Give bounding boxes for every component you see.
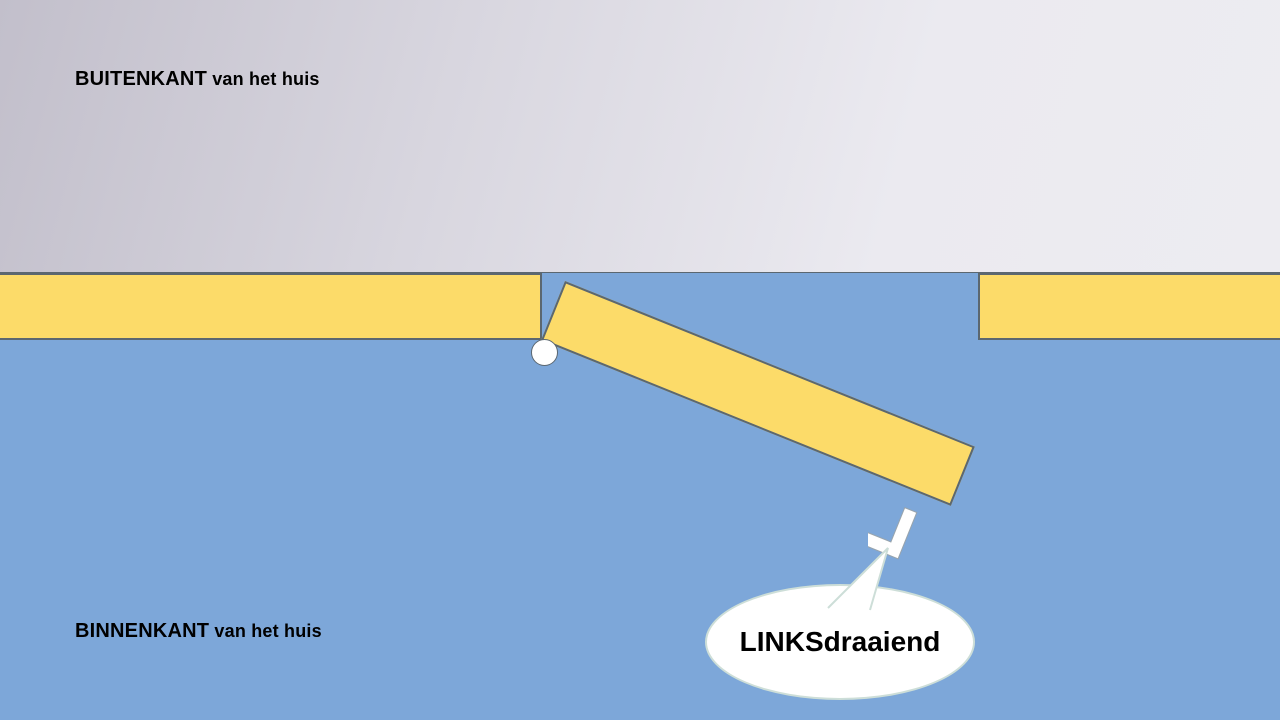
speech-bubble-tail-icon	[827, 547, 889, 611]
speech-bubble: LINKSdraaiend	[705, 584, 975, 700]
inside-label: BINNENKANT van het huis	[75, 620, 322, 643]
hinge-point-icon	[531, 339, 558, 366]
wall-left	[0, 273, 542, 340]
outside-area: BUITENKANT van het huis	[0, 0, 1280, 273]
bubble-label: LINKSdraaiend	[739, 626, 941, 657]
inside-label-strong: BINNENKANT	[75, 620, 210, 642]
wall-right	[978, 273, 1280, 340]
inside-label-rest: van het huis	[209, 621, 322, 641]
door-panel	[541, 281, 975, 506]
door-handle-icon	[868, 506, 918, 560]
outside-label-strong: BUITENKANT	[75, 68, 207, 90]
outside-label-rest: van het huis	[207, 69, 320, 89]
outside-label: BUITENKANT van het huis	[75, 68, 320, 91]
